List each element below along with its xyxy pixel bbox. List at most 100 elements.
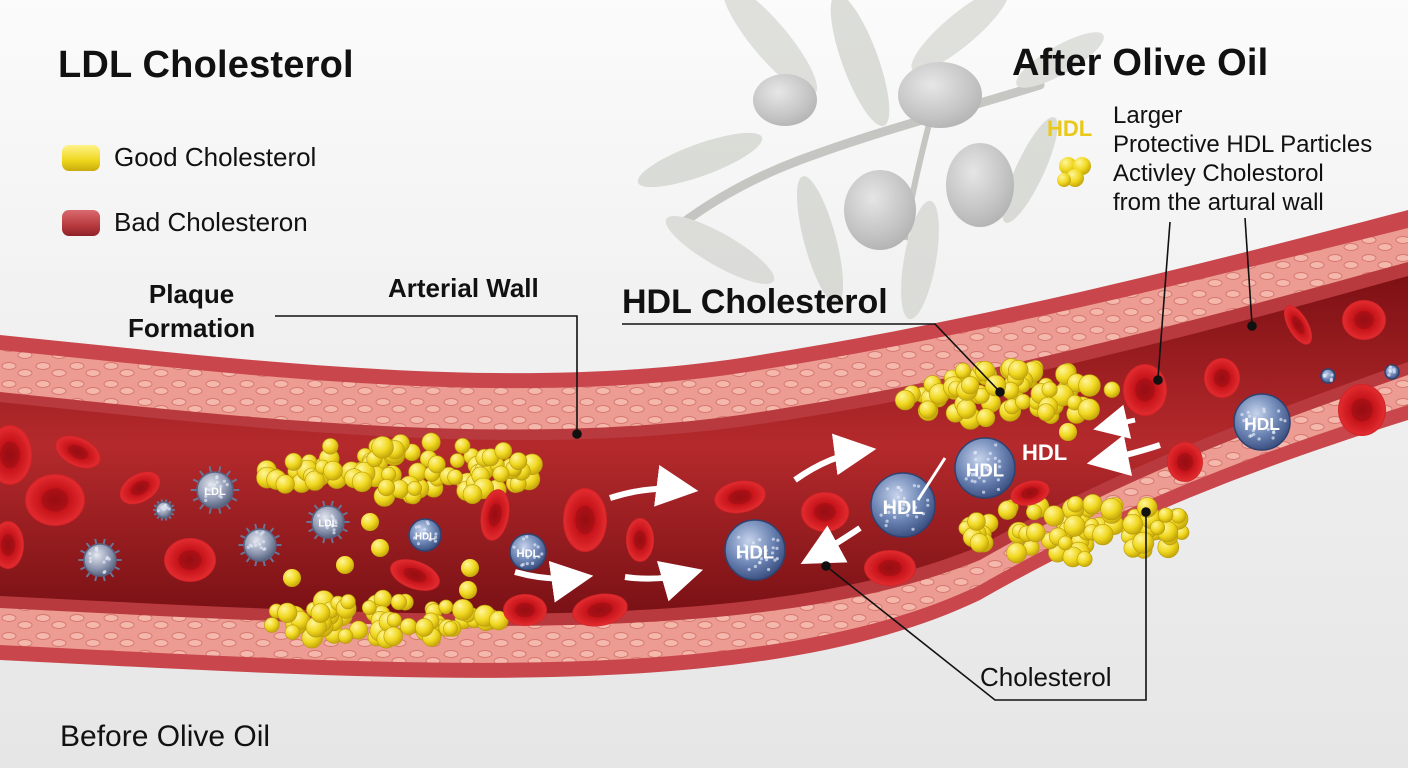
callout-dot xyxy=(1247,321,1257,331)
good-cholesterol-particle xyxy=(462,484,483,505)
good-cholesterol-particle xyxy=(894,389,916,411)
particle-label: HDL xyxy=(966,459,1004,480)
red-blood-cell xyxy=(864,550,916,586)
callout-lines xyxy=(275,217,1257,701)
good-cholesterol-particle xyxy=(340,594,356,610)
good-cholesterol-particle xyxy=(336,556,354,574)
red-blood-cell xyxy=(480,489,510,541)
good-cholesterol-particle xyxy=(1015,393,1031,410)
good-cholesterol-particle xyxy=(399,617,418,636)
particle-label: HDL xyxy=(1244,414,1280,434)
hdl-particle: HDL xyxy=(408,518,442,552)
flow-arrow xyxy=(624,561,704,602)
particle-label: HDL xyxy=(415,531,435,542)
good-cholesterol-particle xyxy=(976,408,996,428)
olive-fruit xyxy=(898,62,982,128)
legend-item-bad: Bad Cholesteron xyxy=(62,207,308,238)
good-cholesterol-particle xyxy=(1006,542,1027,564)
side-note-line: from the artural wall xyxy=(1113,189,1324,216)
callout-line-plaque xyxy=(275,315,578,432)
good-cholesterol-particle xyxy=(492,465,510,483)
olive-leaf xyxy=(830,0,890,127)
olive-fruit xyxy=(753,74,817,126)
good-cholesterol-particle xyxy=(1100,498,1123,521)
olive-leaf xyxy=(722,0,818,95)
good-cholesterol-particle xyxy=(449,453,465,468)
red-blood-cell xyxy=(119,471,161,505)
arterial-wall-label: Arterial Wall xyxy=(388,273,539,303)
ldl-particle xyxy=(153,499,175,521)
good-cholesterol-particle xyxy=(322,438,339,455)
ldl-particle xyxy=(78,538,122,582)
good-cholesterol-particle xyxy=(451,598,474,621)
legend-label: Good Cholesterol xyxy=(114,142,317,172)
flow-arrows xyxy=(514,404,1161,603)
good-cholesterol-particle xyxy=(960,376,980,395)
good-cholesterol-particle xyxy=(1082,494,1103,515)
good-cholesterol-particle xyxy=(390,593,407,611)
particle-label: LDL xyxy=(318,518,337,529)
good-cholesterol-particle xyxy=(459,581,477,599)
red-blood-cell xyxy=(1204,358,1240,398)
red-blood-cell xyxy=(164,538,216,582)
olive-fruit xyxy=(946,143,1014,227)
hdl-flow-label: HDL xyxy=(1022,440,1068,465)
olive-leaf xyxy=(901,200,939,320)
good-cholesterol-particle xyxy=(304,470,325,491)
flow-arrow xyxy=(1086,434,1161,477)
good-cholesterol-particle xyxy=(1059,423,1077,441)
good-cholesterol-particle xyxy=(275,474,295,494)
good-cholesterol-particle xyxy=(1078,374,1101,397)
good-cholesterol-particle xyxy=(1008,360,1029,381)
bad-cholesterol-swatch xyxy=(62,209,100,236)
ldl-cholesterol-title: LDL Cholesterol xyxy=(58,44,354,86)
good-cholesterol-particle xyxy=(494,442,513,460)
olive-leaf xyxy=(637,132,763,188)
good-cholesterol-particle xyxy=(427,455,446,474)
good-cholesterol-particle xyxy=(461,559,479,577)
olive-leaf xyxy=(665,216,775,284)
good-cholesterol-particle xyxy=(386,612,402,628)
good-cholesterol-particle xyxy=(1122,513,1143,535)
callout-dot xyxy=(1141,507,1151,517)
red-blood-cell xyxy=(1342,300,1386,340)
good-cholesterol-particle xyxy=(1103,381,1121,398)
hdl-particle: HDL xyxy=(509,533,547,571)
good-cholesterol-particle xyxy=(1026,504,1043,521)
before-olive-oil-label: Before Olive Oil xyxy=(60,720,271,753)
particle-label: HDL xyxy=(736,541,774,562)
hdl-particle xyxy=(1384,364,1400,380)
hdl-side-tag: HDL xyxy=(1047,116,1093,141)
good-cholesterol-particle xyxy=(454,437,471,454)
red-blood-cell xyxy=(503,594,547,626)
good-cholesterol-particle xyxy=(415,618,434,637)
good-cholesterol-particle xyxy=(1132,531,1155,554)
olive-leaf xyxy=(1016,32,1104,88)
good-cholesterol-particle xyxy=(918,400,937,419)
good-cholesterol-particle xyxy=(361,600,377,616)
hdl-particle: HDL xyxy=(1233,393,1291,451)
ldl-particle: LDL xyxy=(190,466,240,514)
good-cholesterol-particle xyxy=(1043,505,1065,527)
good-cholesterol-particle xyxy=(383,626,403,647)
red-blood-cell xyxy=(1123,364,1167,416)
particle-label: HDL xyxy=(517,548,540,560)
good-cholesterol-particle xyxy=(954,362,971,379)
red-blood-cell xyxy=(25,474,85,526)
callout-dot xyxy=(821,561,831,571)
good-cholesterol-particle xyxy=(1076,551,1093,567)
good-cholesterol-particle xyxy=(1025,522,1046,543)
good-cholesterol-particle xyxy=(310,603,331,623)
good-cholesterol-particle xyxy=(1077,398,1100,421)
side-note-line: Protective HDL Particles xyxy=(1113,131,1373,158)
callout-dot xyxy=(572,429,582,439)
flow-arrow xyxy=(800,525,862,565)
hdl-side-note: Larger Protective HDL Particles Activley… xyxy=(1113,101,1372,217)
hdl-cluster-icon xyxy=(1057,157,1091,187)
flow-arrow xyxy=(609,465,699,507)
red-blood-cell xyxy=(1338,384,1386,436)
olive-leaf xyxy=(796,176,844,304)
lipoprotein-particles: LDL LDL HDL HDL HDL HDL HDL HDL xyxy=(78,364,1400,582)
red-blood-cell xyxy=(1167,442,1203,482)
